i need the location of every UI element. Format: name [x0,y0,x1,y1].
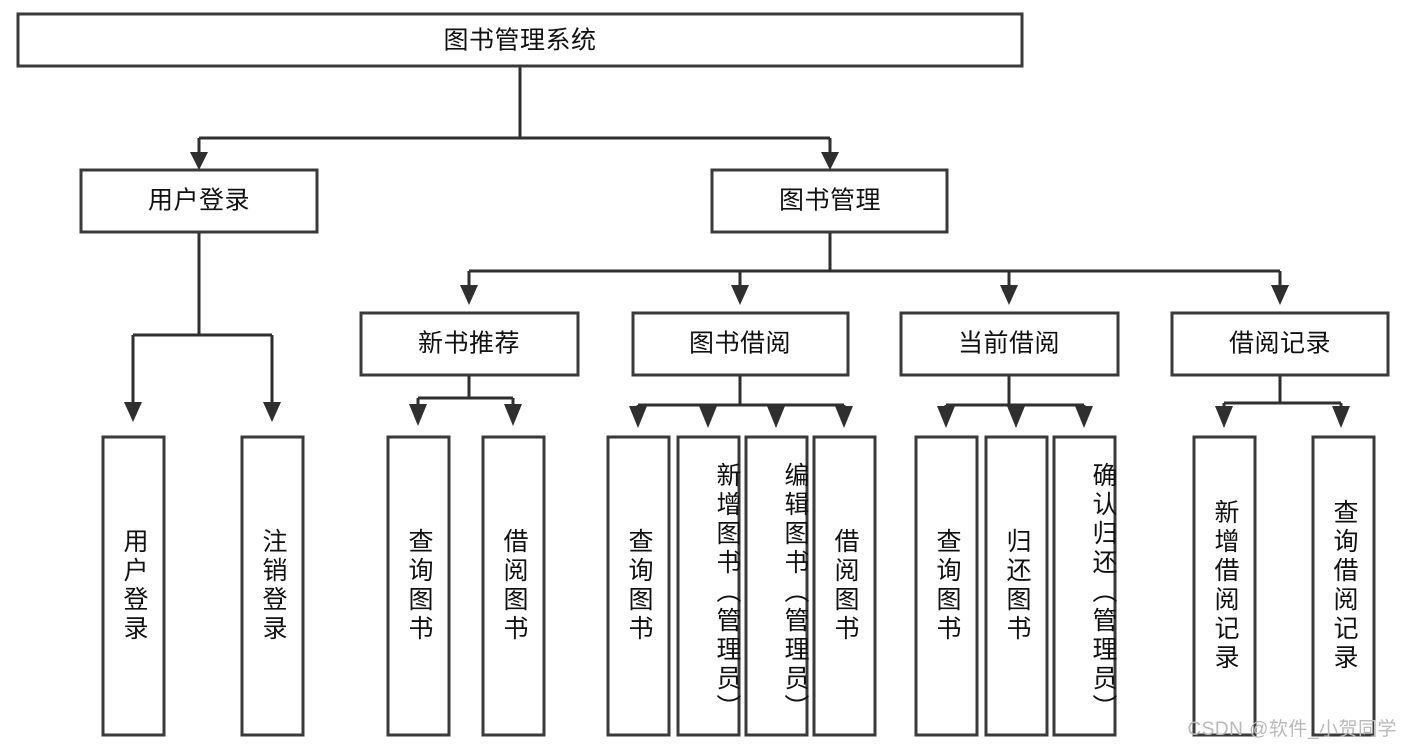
arrow-book-borrow-leaf-2 [699,406,717,428]
connectors-layer [124,66,1350,428]
node-root-system-label: 图书管理系统 [443,27,596,55]
node-new-book-recommend-label: 新书推荐 [418,330,520,358]
leaf-book-borrow-add[interactable] [676,435,741,737]
arrow-current-borrow-leaf-3 [1075,406,1093,428]
node-book-management-label: 图书管理 [779,187,881,215]
arrow-user-login-leaf-2 [263,402,281,422]
leaf-borrow-record-add[interactable] [1192,435,1257,737]
arrow-new-book-leaf-1 [409,404,427,426]
arrow-current-borrow-leaf-1 [937,406,955,428]
leaf-book-borrow-lend[interactable] [812,435,877,737]
node-current-borrow[interactable] [899,311,1120,377]
leaf-user-login-logout[interactable] [240,435,305,737]
node-user-login-label: 用户登录 [148,187,250,215]
node-borrow-record[interactable] [1170,311,1390,377]
leaf-user-login-login[interactable] [101,435,166,737]
arrow-book-mgmt-child-2 [731,285,749,305]
arrow-book-borrow-leaf-3 [767,406,785,428]
node-current-borrow-label: 当前借阅 [958,330,1060,358]
leaf-current-borrow-query[interactable] [914,435,979,737]
node-new-book-recommend[interactable] [359,311,580,377]
arrow-book-borrow-leaf-1 [629,406,647,428]
arrow-book-mgmt-child-1 [460,285,478,305]
arrow-book-borrow-leaf-4 [835,406,853,428]
leaf-new-book-query[interactable] [386,435,451,737]
arrow-user-login-leaf-1 [124,402,142,422]
arrow-book-mgmt-child-4 [1271,285,1289,305]
arrow-new-book-leaf-2 [504,404,522,426]
leaf-book-borrow-query[interactable] [606,435,671,737]
arrow-book-mgmt-child-3 [1000,285,1018,305]
node-book-management[interactable] [710,168,949,234]
node-user-login[interactable] [79,168,319,234]
node-book-borrow-label: 图书借阅 [689,330,791,358]
arrow-borrow-record-leaf-2 [1332,406,1350,428]
node-borrow-record-label: 借阅记录 [1229,330,1331,358]
leaf-current-borrow-return[interactable] [984,435,1049,737]
leaf-current-borrow-confirm[interactable] [1052,435,1117,737]
leaf-book-borrow-edit[interactable] [744,435,809,737]
csdn-watermark: CSDN @软件_小贺同学 [1187,719,1397,740]
leaf-borrow-record-query[interactable] [1311,435,1376,737]
arrow-root-to-user-login [190,152,208,170]
leaf-new-book-borrow[interactable] [481,435,546,737]
nodes-layer: 图书管理系统 用户登录 图书管理 新书推荐 图书借阅 当前借阅 借阅记录 [16,12,1390,737]
arrow-current-borrow-leaf-2 [1007,406,1025,428]
arrow-root-to-book-mgmt [821,152,839,170]
node-book-borrow[interactable] [631,311,850,377]
arrow-borrow-record-leaf-1 [1215,406,1233,428]
node-root-system[interactable] [16,12,1024,68]
